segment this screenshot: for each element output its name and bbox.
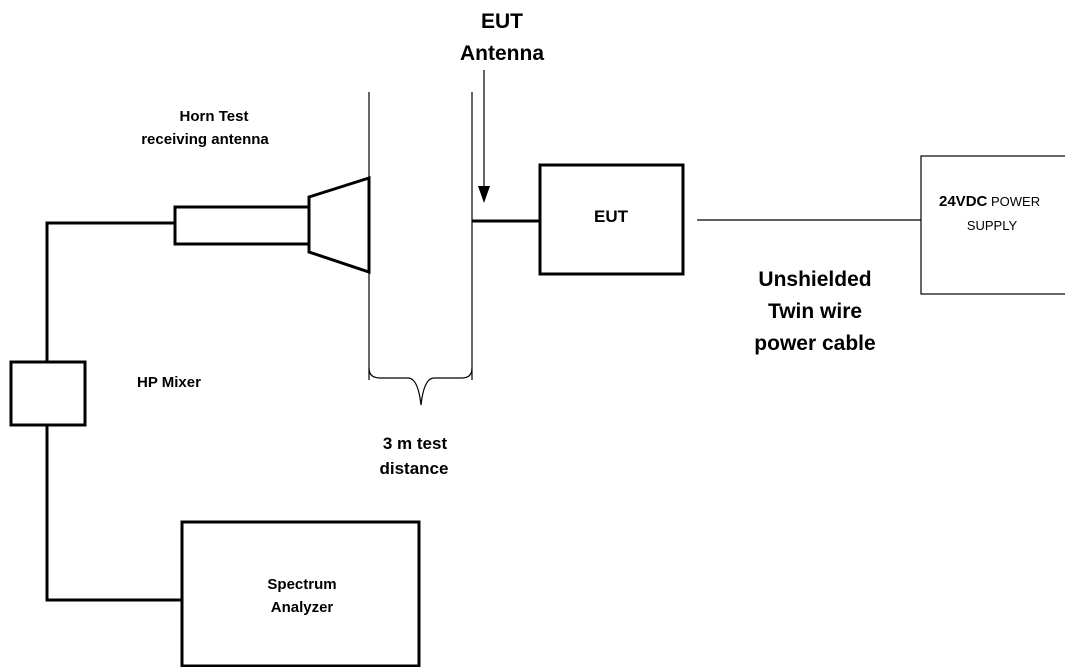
horn-antenna-label-line2: receiving antenna	[141, 131, 269, 148]
horn-antenna-feed	[173, 205, 311, 246]
hp-mixer-label: HP Mixer	[137, 374, 201, 391]
cable-label-line1: Unshielded	[758, 268, 871, 291]
cable-mixer-to-analyzer	[45, 425, 182, 602]
power-supply-label-line1: 24VDC POWER	[939, 193, 1040, 210]
power-supply-label-line2: SUPPLY	[967, 218, 1018, 233]
cable-label-line2: Twin wire	[768, 300, 862, 323]
distance-brace	[368, 367, 473, 406]
cable-label-line3: power cable	[754, 332, 875, 355]
spectrum-analyzer-label-line2: Analyzer	[271, 599, 334, 616]
horn-antenna-flare	[307, 175, 371, 275]
eut-antenna-arrow-head	[478, 186, 490, 203]
eut-box	[538, 163, 685, 276]
distance-label-line1: 3 m test	[383, 434, 448, 453]
spectrum-analyzer-box	[180, 520, 421, 667]
cable-mixer-to-horn	[45, 221, 175, 362]
power-supply-box	[920, 155, 1065, 295]
horn-antenna-label-line1: Horn Test	[180, 108, 249, 125]
spectrum-analyzer-label-line1: Spectrum	[267, 576, 336, 593]
hp-mixer-box	[9, 360, 87, 427]
eut-antenna-label-line1: EUT	[481, 10, 523, 33]
distance-label-line2: distance	[380, 459, 449, 478]
eut-label: EUT	[594, 207, 629, 226]
eut-antenna-label-line2: Antenna	[460, 42, 544, 65]
